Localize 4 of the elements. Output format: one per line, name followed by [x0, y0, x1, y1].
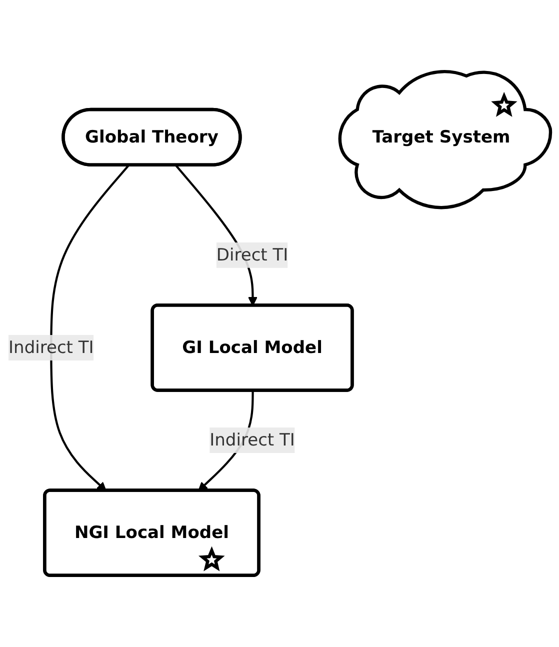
node-label: NGI Local Model	[74, 521, 229, 544]
node-label: Target System	[372, 126, 510, 149]
node-label: GI Local Model	[182, 336, 322, 360]
node-label: Global Theory	[85, 126, 218, 149]
